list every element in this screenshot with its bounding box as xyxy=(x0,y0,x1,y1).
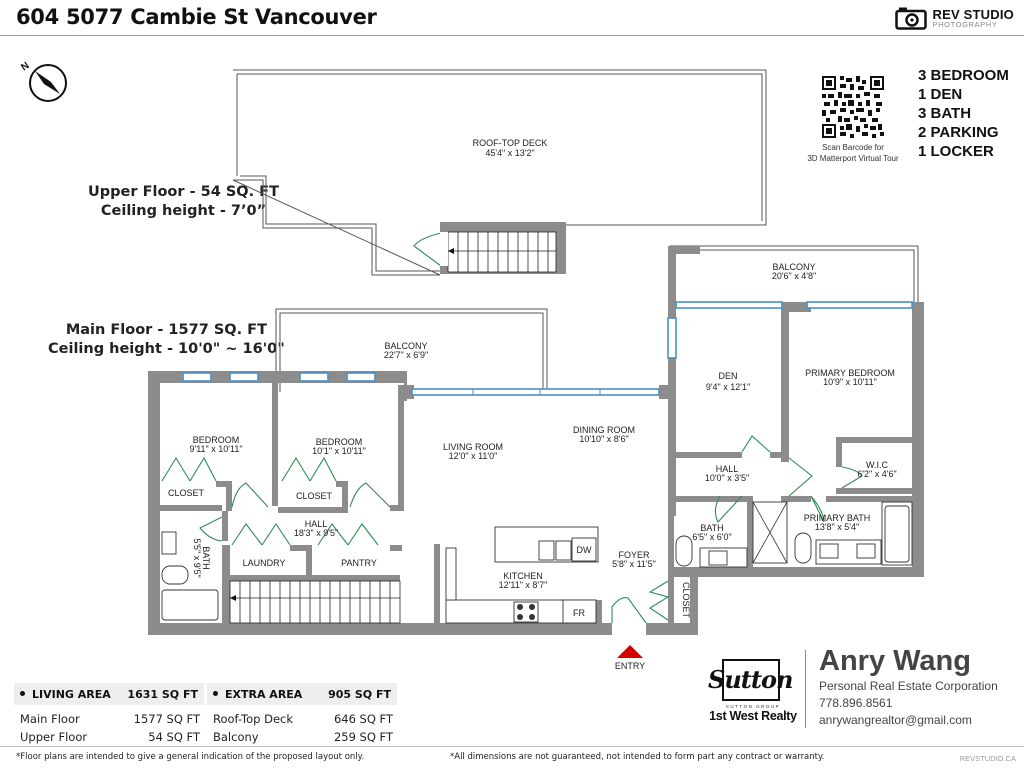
feature-parking: 2 PARKING xyxy=(918,124,999,141)
table-row: Roof-Top Deck 646 SQ FT xyxy=(213,712,393,726)
agent-title: Personal Real Estate Corporation xyxy=(819,679,998,693)
svg-text:18'3" x 9'5": 18'3" x 9'5" xyxy=(294,528,338,538)
svg-text:12'11" x 8'7": 12'11" x 8'7" xyxy=(499,580,548,590)
svg-text:13'8" x 5'4": 13'8" x 5'4" xyxy=(815,522,859,532)
svg-text:45'4" x 13'2": 45'4" x 13'2" xyxy=(485,148,534,158)
agent-email[interactable]: anrywangrealtor@gmail.com xyxy=(819,713,972,727)
svg-text:DEN: DEN xyxy=(718,371,737,381)
svg-text:W.I.C: W.I.C xyxy=(866,460,888,470)
entry-marker: ENTRY xyxy=(615,645,645,671)
bullet-icon xyxy=(20,691,25,696)
svg-text:10'9" x 10'11": 10'9" x 10'11" xyxy=(823,377,877,387)
svg-text:ENTRY: ENTRY xyxy=(615,661,645,671)
brand-name: REV STUDIO xyxy=(932,6,1014,22)
balcony-east: BALCONY 20'6" x 4'8" xyxy=(670,245,919,302)
page-title: 604 5077 Cambie St Vancouver xyxy=(16,5,377,29)
header-divider xyxy=(0,35,1024,36)
svg-text:9'11" x 10'11": 9'11" x 10'11" xyxy=(189,444,242,454)
svg-text:10'0" x 3'5": 10'0" x 3'5" xyxy=(705,473,749,483)
rooftop-deck: ROOF-TOP DECK 45'4" x 13'2" xyxy=(232,69,767,276)
svg-text:DW: DW xyxy=(577,545,592,555)
revstudio-link[interactable]: REVSTUDIO.CA xyxy=(959,754,1016,763)
svg-text:PRIMARY BATH: PRIMARY BATH xyxy=(804,513,871,523)
svg-text:9'4" x 12'1": 9'4" x 12'1" xyxy=(706,382,750,392)
svg-text:LAUNDRY: LAUNDRY xyxy=(243,558,286,568)
living-area-table: LIVING AREA 1631 SQ FT Main Floor 1577 S… xyxy=(14,683,204,746)
main-floor-walls xyxy=(148,246,924,635)
svg-text:CLOSET: CLOSET xyxy=(296,491,333,501)
svg-text:BEDROOM: BEDROOM xyxy=(316,437,363,447)
table-row: Balcony 259 SQ FT xyxy=(213,730,393,744)
svg-text:LIVING ROOM: LIVING ROOM xyxy=(443,442,503,452)
svg-text:5'5" x 9'5": 5'5" x 9'5" xyxy=(192,538,202,577)
rev-studio-logo: REV STUDIO PHOTOGRAPHY xyxy=(894,6,1014,30)
extra-area-table: EXTRA AREA 905 SQ FT Roof-Top Deck 646 S… xyxy=(207,683,397,746)
agent-phone[interactable]: 778.896.8561 xyxy=(819,696,893,710)
living-area-total: 1631 SQ FT xyxy=(127,687,198,701)
svg-text:HALL: HALL xyxy=(305,519,328,529)
agent-divider xyxy=(805,650,806,728)
qr-code-icon[interactable] xyxy=(822,76,884,138)
upper-floor-label: Upper Floor - 54 SQ. FT Ceiling height -… xyxy=(88,184,279,219)
svg-text:10'10" x 8'6": 10'10" x 8'6" xyxy=(579,434,628,444)
property-features: 3 BEDROOM 1 DEN 3 BATH 2 PARKING 1 LOCKE… xyxy=(918,66,1009,161)
svg-text:ROOF-TOP DECK: ROOF-TOP DECK xyxy=(473,138,548,148)
svg-text:10'1" x 10'11": 10'1" x 10'11" xyxy=(312,446,366,456)
brokerage-name: 1st West Realty xyxy=(709,709,797,723)
svg-text:FOYER: FOYER xyxy=(618,550,650,560)
living-area-header: LIVING AREA 1631 SQ FT xyxy=(14,683,204,705)
feature-bedrooms: 3 BEDROOM xyxy=(918,67,1009,84)
entry-arrow-icon xyxy=(617,645,643,658)
camera-icon xyxy=(894,7,927,30)
table-row: Upper Floor 54 SQ FT xyxy=(20,730,200,744)
extra-area-total: 905 SQ FT xyxy=(328,687,391,701)
disclaimer-dimensions: *All dimensions are not guaranteed, not … xyxy=(450,752,825,762)
balcony-main: BALCONY 22'7" x 6'9" xyxy=(275,308,548,392)
bullet-icon xyxy=(213,691,218,696)
compass-north-icon: N xyxy=(19,60,67,102)
svg-text:6'2" x 4'6": 6'2" x 4'6" xyxy=(857,469,896,479)
feature-den: 1 DEN xyxy=(918,86,963,103)
table-row: Main Floor 1577 SQ FT xyxy=(20,712,200,726)
svg-text:22'7" x 6'9": 22'7" x 6'9" xyxy=(384,350,428,360)
agent-name: Anry Wang xyxy=(819,645,971,677)
fixtures: DW FR xyxy=(161,501,913,624)
room-labels: BEDROOM 9'11" x 10'11" BEDROOM 10'1" x 1… xyxy=(168,368,897,619)
svg-text:6'5" x 6'0": 6'5" x 6'0" xyxy=(692,532,731,542)
svg-text:FR: FR xyxy=(573,608,585,618)
feature-bath: 3 BATH xyxy=(918,105,972,122)
svg-text:BATH: BATH xyxy=(700,523,723,533)
feature-locker: 1 LOCKER xyxy=(918,143,994,160)
svg-text:BALCONY: BALCONY xyxy=(384,341,427,351)
doors[interactable] xyxy=(161,435,863,624)
agent-card: Anry Wang Personal Real Estate Corporati… xyxy=(819,645,998,729)
brand-subtitle: PHOTOGRAPHY xyxy=(932,19,998,29)
main-stairs[interactable] xyxy=(229,580,401,624)
svg-text:20'6" x 4'8": 20'6" x 4'8" xyxy=(772,271,816,281)
windows[interactable] xyxy=(182,301,913,396)
svg-text:KITCHEN: KITCHEN xyxy=(503,571,543,581)
extra-area-header: EXTRA AREA 905 SQ FT xyxy=(207,683,397,705)
disclaimer-layout: *Floor plans are intended to give a gene… xyxy=(16,752,365,762)
qr-code-block[interactable]: Scan Barcode for 3D Matterport Virtual T… xyxy=(803,76,903,164)
svg-text:BEDROOM: BEDROOM xyxy=(193,435,240,445)
svg-text:DINING ROOM: DINING ROOM xyxy=(573,425,635,435)
svg-text:PANTRY: PANTRY xyxy=(341,558,377,568)
svg-text:BALCONY: BALCONY xyxy=(772,262,815,272)
svg-text:CLOSET: CLOSET xyxy=(681,582,691,619)
svg-text:12'0" x 11'0": 12'0" x 11'0" xyxy=(449,451,498,461)
svg-text:HALL: HALL xyxy=(716,464,739,474)
svg-text:CLOSET: CLOSET xyxy=(168,488,205,498)
svg-text:BATH: BATH xyxy=(201,546,211,569)
svg-text:5'8" x 11'5": 5'8" x 11'5" xyxy=(612,559,656,569)
floor-plan: .w { fill: #8c8c8c; } .ol { fill: none; … xyxy=(148,69,924,671)
svg-text:PRIMARY BEDROOM: PRIMARY BEDROOM xyxy=(805,368,895,378)
footer-divider xyxy=(0,746,1024,747)
main-floor-label: Main Floor - 1577 SQ. FT Ceiling height … xyxy=(48,322,285,357)
sutton-logo: Sutton SUTTON GROUP 1st West Realty xyxy=(706,655,800,723)
